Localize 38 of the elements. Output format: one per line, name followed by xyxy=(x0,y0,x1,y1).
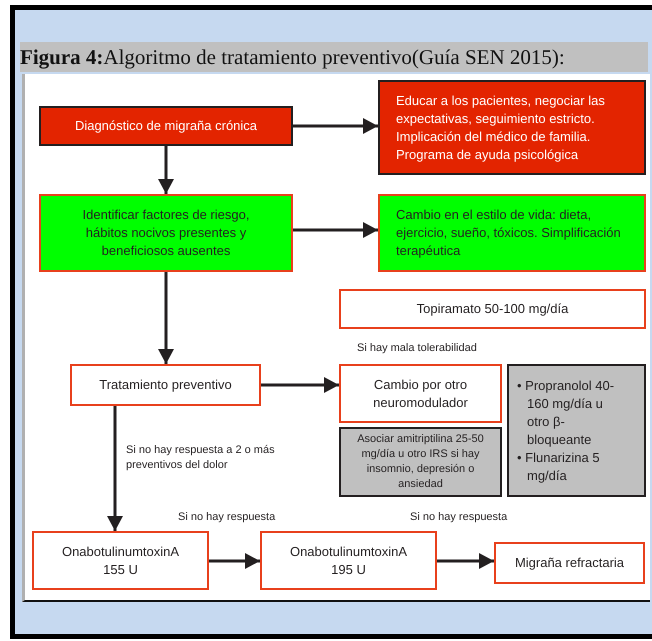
arrow xyxy=(437,553,494,569)
box-text: OnabotulinumtoxinA 155 U xyxy=(60,542,180,578)
condition-note: Si hay mala tolerabilidad xyxy=(357,341,477,356)
process-box xyxy=(339,289,646,329)
arrow xyxy=(158,272,174,364)
arrow xyxy=(158,146,174,194)
process-box xyxy=(70,364,261,406)
box-text: OnabotulinumtoxinA 195 U xyxy=(288,542,408,578)
box-text: Cambio por otro neuromodulador xyxy=(372,376,469,412)
box-text: Diagnóstico de migraña crónica xyxy=(74,117,258,136)
box-text: Tratamiento preventivo xyxy=(99,376,232,394)
box-text: Identificar factores de riesgo, hábitos nocivos presentes y beneficiosos ausentes xyxy=(82,206,250,260)
arrow xyxy=(209,553,260,569)
arrow xyxy=(293,118,378,134)
process-box xyxy=(339,427,502,497)
edge-label: Si no hay respuesta xyxy=(410,510,508,525)
arrow xyxy=(261,377,339,393)
bullet-item: • Propranolol 40-160 mg/día u otro β-bloqueante xyxy=(517,376,616,448)
process-box xyxy=(378,194,646,272)
edge-label: Si no hay respuesta a 2 o más preventivos del dolor xyxy=(126,443,276,473)
process-box xyxy=(39,106,293,146)
process-box xyxy=(494,542,645,584)
bullet-item: • Flunarizina 5 mg/día xyxy=(517,448,601,484)
arrow xyxy=(293,222,378,238)
box-text: Educar a los pacientes, negociar las expectativas, seguimiento estricto. Implicación del médico de familia. Programa de ayuda psicológica xyxy=(396,92,606,164)
process-box xyxy=(260,531,437,590)
process-box xyxy=(507,364,646,497)
edge-label: Si no hay respuesta xyxy=(178,510,276,525)
figure-title: Figura 4:Algoritmo de tratamiento preventivo(Guía SEN 2015): xyxy=(20,42,648,72)
arrow xyxy=(107,406,123,531)
process-box xyxy=(378,80,646,175)
process-box xyxy=(39,194,293,272)
process-box xyxy=(339,364,502,423)
box-text: Asociar amitriptilina 25-50 mg/día u otro IRS si hay insomnio, depresión o ansiedad xyxy=(356,432,485,492)
box-text: Cambio en el estilo de vida: dieta, ejercicio, sueño, tóxicos. Simplificación terapéutica xyxy=(396,206,622,260)
box-text: Migraña refractaria xyxy=(514,554,624,572)
box-text: Topiramato 50-100 mg/día xyxy=(416,300,568,318)
process-box xyxy=(32,531,209,590)
